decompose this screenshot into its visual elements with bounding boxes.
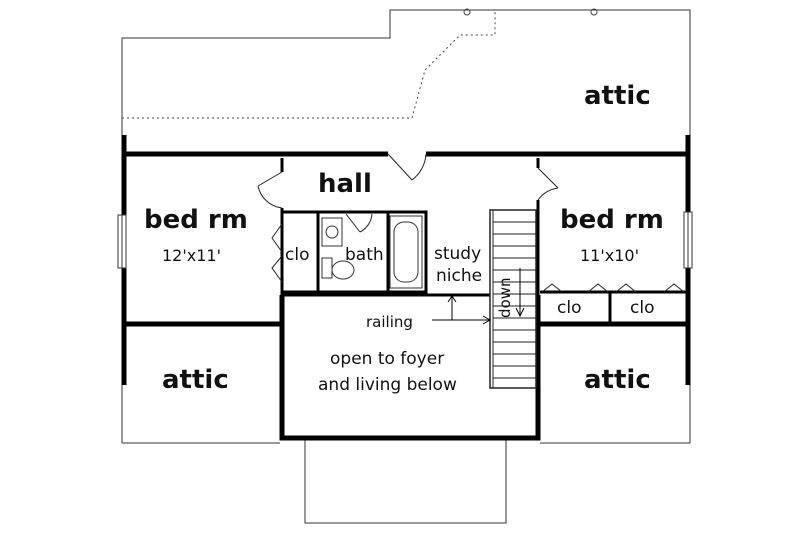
bed-right-dimensions: 11'x10' (580, 246, 639, 265)
bed-right-label: bed rm (560, 205, 664, 235)
niche-label: niche (436, 266, 482, 286)
railing-marker (432, 295, 492, 325)
interior-walls (280, 210, 688, 324)
attic-left-label: attic (162, 365, 229, 395)
attic-right-label: attic (584, 365, 651, 395)
stair-direction-label: down (496, 278, 514, 318)
living-below-label: and living below (318, 375, 457, 395)
attic-top-label: attic (584, 81, 651, 111)
study-label: study (434, 244, 481, 264)
hall-label: hall (318, 169, 372, 199)
closet-left-label: clo (285, 245, 309, 265)
bath-fixtures (321, 215, 423, 289)
railing-label: railing (366, 313, 413, 331)
bed-left-dimensions: 12'x11' (162, 246, 221, 265)
closet-right-b-label: clo (630, 298, 654, 318)
open-to-foyer-label: open to foyer (330, 349, 444, 369)
stair (489, 209, 537, 389)
main-walls (121, 135, 691, 441)
bed-left-label: bed rm (144, 205, 248, 235)
windows (117, 211, 693, 269)
closet-right-a-label: clo (557, 298, 581, 318)
bath-label: bath (345, 245, 384, 265)
doors (257, 153, 685, 293)
